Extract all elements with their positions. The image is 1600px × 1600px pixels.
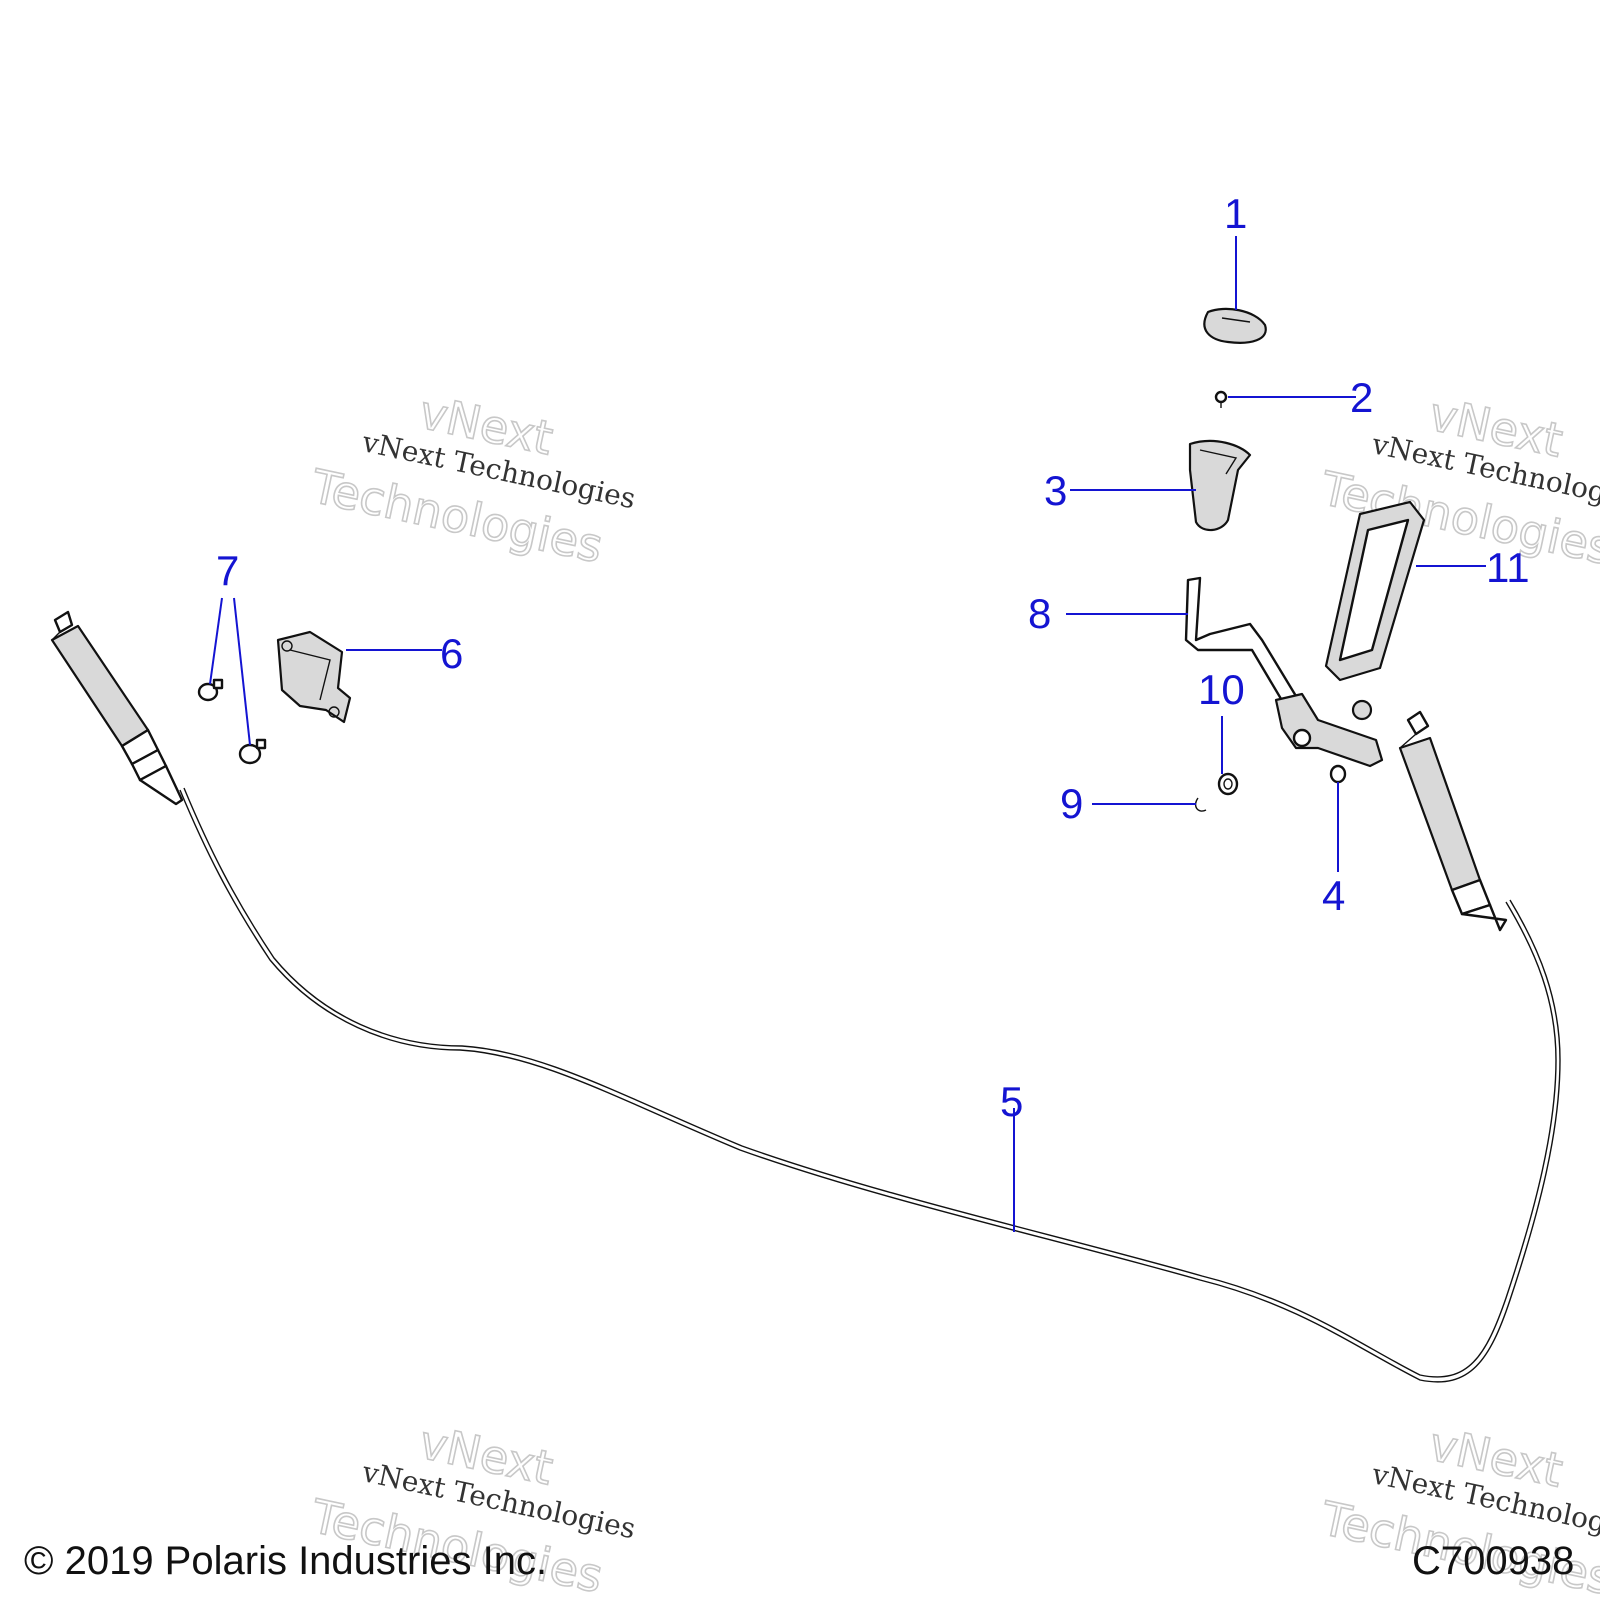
callout-9: 9 (1060, 780, 1083, 827)
watermark-top-left: vNext Technologies vNext Technologies (305, 384, 638, 574)
callout-4: 4 (1322, 872, 1345, 919)
callout-3: 3 (1044, 467, 1067, 514)
part-11-gate-plate (1324, 500, 1426, 682)
callout-11: 11 (1486, 544, 1530, 591)
part-4-nut (1329, 764, 1347, 784)
part-1-knob (1203, 307, 1267, 344)
callout-1: 1 (1224, 190, 1247, 237)
drawing-id: C700938 (1412, 1539, 1574, 1583)
part-2-screw (1214, 390, 1228, 408)
part-8-shift-lever (1184, 576, 1384, 768)
part-5-cable (50, 610, 1561, 1383)
leader-7b (233, 597, 251, 746)
part-9-clip (1194, 797, 1207, 812)
callout-5: 5 (1000, 1078, 1023, 1125)
part-3-shift-boot (1188, 439, 1252, 532)
part-7-fasteners (197, 678, 267, 765)
leader-7a (209, 597, 223, 685)
callout-7: 7 (216, 547, 239, 594)
callout-6: 6 (440, 630, 463, 677)
callout-2: 2 (1350, 374, 1373, 421)
fastener-lower (238, 738, 267, 765)
callout-10: 10 (1198, 666, 1245, 713)
fastener-upper (197, 678, 224, 702)
callout-8: 8 (1028, 590, 1051, 637)
part-6-bracket (276, 630, 352, 724)
callout-numbers: 1 2 3 4 5 6 7 8 9 10 11 (216, 190, 1530, 1125)
part-10-bushing (1217, 772, 1239, 796)
cable-right-fitting (1398, 710, 1508, 932)
copyright-text: © 2019 Polaris Industries Inc. (24, 1539, 547, 1583)
leader-lines (209, 236, 1486, 1232)
bushing-near-lever (1351, 699, 1373, 721)
cable-left-fitting (50, 610, 184, 806)
